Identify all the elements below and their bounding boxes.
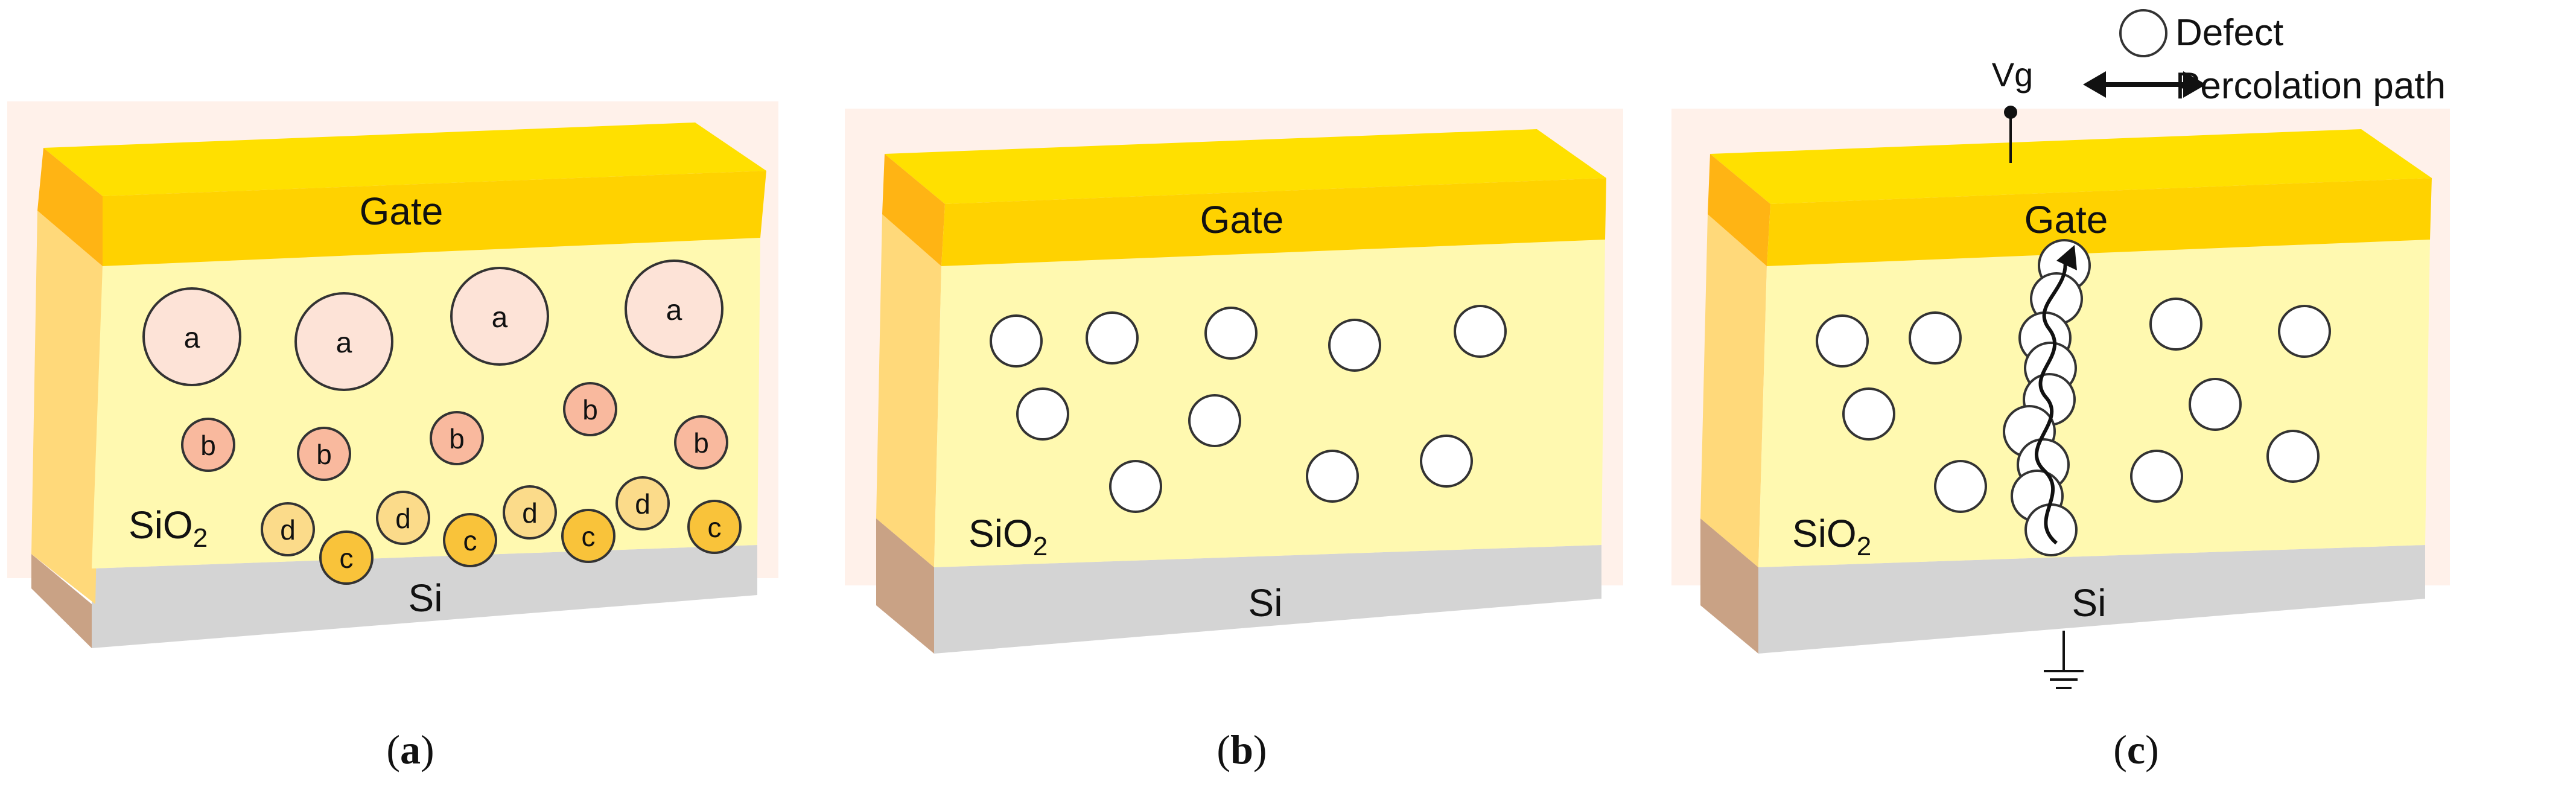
panel-a-caption: (a)	[386, 727, 434, 772]
defect	[1204, 307, 1258, 360]
svg-text:d: d	[522, 497, 538, 529]
defect	[1328, 319, 1381, 372]
svg-text:a: a	[184, 322, 200, 354]
panel-b-substrate-label: Si	[1248, 581, 1283, 625]
panel-c-oxide-side	[1700, 214, 1767, 567]
defect-a: a	[450, 267, 549, 366]
defect	[1454, 305, 1507, 358]
panel-c-gate-top	[1710, 129, 2432, 204]
panel-c-gate-side	[1708, 154, 1770, 266]
panel-b-gate-label: Gate	[1200, 198, 1284, 241]
defect-d: d	[376, 491, 430, 545]
defect-d: d	[503, 485, 557, 540]
defect	[1188, 394, 1241, 447]
legend-defect-label: Defect	[2175, 12, 2283, 54]
defect-a: a	[294, 292, 393, 391]
panel-a-oxide-side	[31, 211, 103, 604]
panel-c-substrate-label: Si	[2072, 581, 2107, 625]
legend-path-arrow-icon	[2083, 71, 2206, 98]
panel-c-substrate-front	[1758, 545, 2425, 654]
gate-terminal-dot	[2004, 106, 2017, 119]
panel-b-oxide-side	[876, 214, 941, 567]
panel-c-caption: (c)	[2113, 727, 2159, 772]
panel-b-gate-front	[941, 178, 1606, 266]
defect-c: c	[319, 530, 374, 585]
defect-c: c	[443, 513, 497, 567]
panel-a-oxide-label: SiO2	[129, 503, 208, 553]
svg-text:b: b	[693, 427, 709, 459]
defect	[2024, 503, 2078, 556]
svg-text:b: b	[200, 430, 216, 461]
panel-b-substrate-front	[934, 545, 1601, 654]
legend-path-label: Percolation path	[2175, 65, 2446, 107]
svg-text:c: c	[340, 543, 354, 574]
percolation-path	[2035, 259, 2067, 545]
panel-c-substrate-side	[1700, 518, 1758, 654]
svg-text:c: c	[708, 512, 722, 543]
svg-text:d: d	[280, 514, 296, 546]
defect-c: c	[561, 509, 615, 563]
panel-b-gate-top	[885, 129, 1606, 204]
defect-b: b	[181, 418, 235, 472]
panel-a-gate-front	[103, 171, 766, 266]
defect-c: c	[687, 500, 742, 554]
panel-a-oxide-front	[92, 238, 760, 568]
panel-c: Vg Gate SiO2 Si	[1671, 56, 2450, 772]
panel-c-oxide-label: SiO2	[1792, 512, 1871, 561]
panel-c-gate-label: Gate	[2024, 198, 2108, 241]
svg-text:b: b	[316, 439, 332, 470]
svg-text:a: a	[666, 295, 682, 326]
panel-a-substrate-side	[31, 554, 92, 648]
svg-text:d: d	[395, 503, 411, 534]
defect-a: a	[625, 260, 724, 358]
percolation-path-arrowhead	[2056, 245, 2077, 270]
svg-text:c: c	[582, 521, 596, 552]
defect-d: d	[615, 476, 670, 530]
defect	[990, 314, 1043, 368]
defect	[2189, 378, 2242, 431]
svg-text:b: b	[582, 394, 598, 425]
defect	[1016, 387, 1069, 441]
panel-b: Gate SiO2 Si (b)	[845, 109, 1623, 772]
defect	[1306, 450, 1359, 503]
defect-b: b	[674, 415, 728, 470]
defect	[2130, 450, 2183, 503]
panel-b-substrate-side	[876, 518, 934, 654]
ground-icon	[2044, 670, 2084, 689]
defect	[1816, 314, 1869, 368]
panel-b-oxide-label: SiO2	[968, 512, 1048, 561]
defect	[2266, 430, 2320, 483]
defect	[2278, 305, 2331, 358]
svg-text:c: c	[463, 525, 477, 556]
panel-a-gate-side	[37, 148, 103, 266]
svg-text:a: a	[492, 302, 508, 334]
legend-defect-icon	[2119, 9, 2167, 57]
panel-a-substrate-label: Si	[409, 576, 443, 620]
defect	[1909, 311, 1962, 365]
legend: Defect Percolation path	[2083, 9, 2446, 107]
defect-d: d	[261, 502, 315, 556]
panel-b-caption: (b)	[1216, 727, 1267, 772]
defect-b: b	[430, 411, 484, 465]
defect	[1109, 460, 1162, 513]
panel-a-gate-top	[43, 123, 766, 196]
panel-a-gate-label: Gate	[360, 189, 444, 233]
defect-a: a	[142, 287, 241, 386]
panel-b-gate-side	[882, 154, 945, 266]
defect-b: b	[563, 382, 617, 436]
defect	[1934, 460, 1987, 513]
defect	[1420, 435, 1473, 488]
svg-text:b: b	[449, 423, 465, 454]
defect-b: b	[297, 427, 351, 481]
defect	[2149, 298, 2202, 351]
svg-text:d: d	[635, 488, 650, 520]
svg-text:a: a	[336, 327, 352, 359]
defect	[1086, 311, 1139, 365]
panel-a: Gate SiO2 Si a a a a b b	[7, 101, 778, 772]
defect	[1842, 387, 1895, 441]
panel-c-gate-front	[1767, 178, 2432, 266]
panel-a-substrate-front	[92, 545, 757, 648]
gate-terminal-label: Vg	[1992, 56, 2034, 94]
